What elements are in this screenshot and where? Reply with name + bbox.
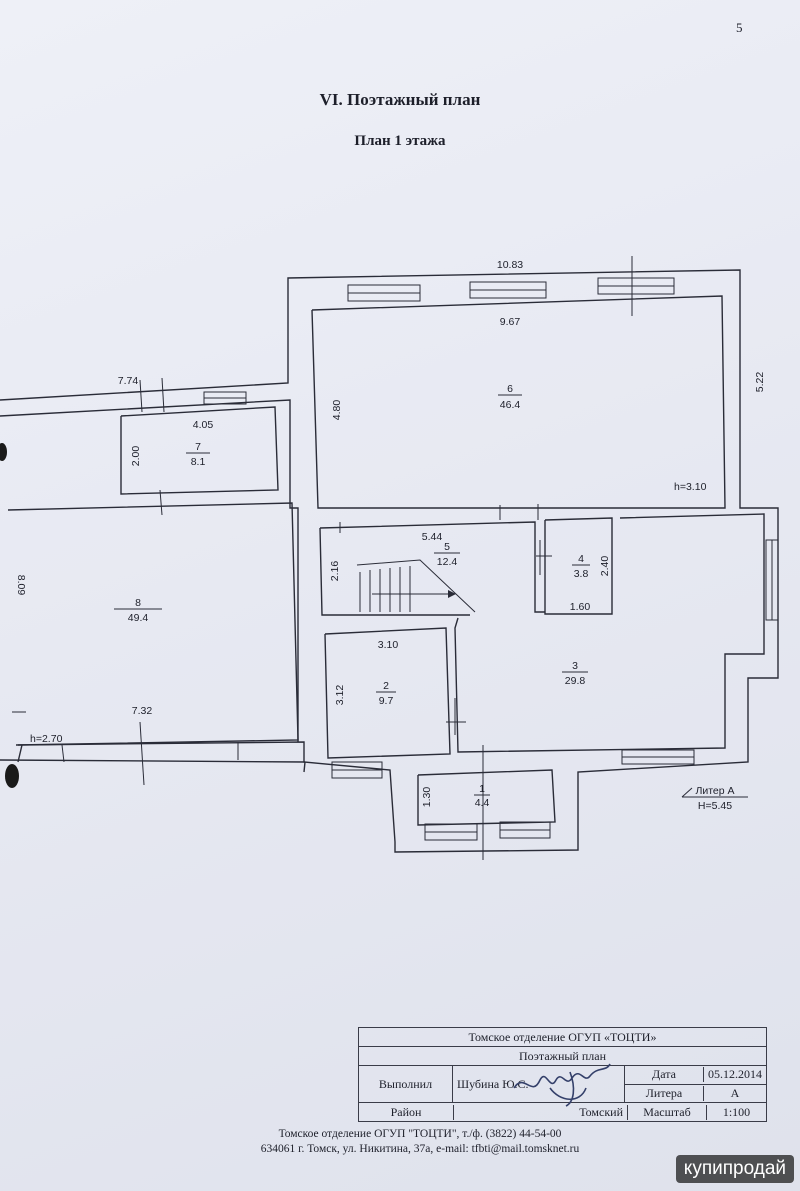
stamp-date: 05.12.2014 <box>703 1067 766 1083</box>
stamp-doc-type: Поэтажный план <box>518 1048 607 1063</box>
room-4-number: 4 <box>578 553 584 565</box>
room-4-area: 3.8 <box>574 568 589 580</box>
stamp-litera: А <box>703 1085 766 1101</box>
stamp-scale: 1:100 <box>706 1104 766 1120</box>
height-main: h=3.10 <box>674 481 707 493</box>
dim-room2-width: 3.10 <box>378 639 399 651</box>
stamp-district: Томский <box>453 1104 627 1120</box>
room-5-walls <box>319 521 545 616</box>
dim-room5-depth: 2.16 <box>329 561 341 582</box>
stamp-date-label: Дата <box>652 1067 676 1082</box>
room-8-walls <box>7 502 299 746</box>
signature <box>513 1063 611 1107</box>
room-6-number: 6 <box>507 383 513 395</box>
room-5-number: 5 <box>444 541 450 553</box>
room-label-dividers <box>114 394 748 798</box>
dim-room2-depth: 3.12 <box>334 685 346 706</box>
dim-room7-width: 4.05 <box>193 419 214 431</box>
room-6-area: 46.4 <box>500 399 521 411</box>
outer-walls <box>0 269 779 853</box>
room-7-number: 7 <box>195 441 201 453</box>
title-block: Томское отделение ОГУП «ТОЦТИ» Поэтажный… <box>358 1027 767 1122</box>
dim-room1-depth: 1.30 <box>421 787 433 808</box>
binder-holes <box>0 443 19 788</box>
stamp-litera-label: Литера <box>645 1085 683 1100</box>
dim-right-overall: 5.22 <box>754 372 766 393</box>
dim-room7-depth: 2.00 <box>130 446 142 467</box>
liter-label: Литер А <box>695 785 734 797</box>
room-2-walls <box>324 627 451 759</box>
room-1-walls <box>417 769 556 826</box>
room-6-walls <box>311 295 726 509</box>
footer-contacts: Томское отделение ОГУП "ТОЦТИ", т./ф. (3… <box>278 1128 562 1140</box>
room-4-walls <box>544 517 613 615</box>
page-heading: VI. Поэтажный план <box>319 90 481 109</box>
room-7-area: 8.1 <box>191 456 206 468</box>
stamp-performed-label: Выполнил <box>378 1076 433 1091</box>
dim-room4-depth: 2.40 <box>599 556 611 577</box>
room-8-number: 8 <box>135 597 141 609</box>
dim-room6-depth: 4.80 <box>331 400 343 421</box>
room-8-area: 49.4 <box>128 612 149 624</box>
room-3-area: 29.8 <box>565 675 586 687</box>
room-2-number: 2 <box>383 680 389 692</box>
windows <box>203 277 779 841</box>
footer-address: 634061 г. Томск, ул. Никитина, 37а, e-ma… <box>260 1143 580 1155</box>
stamp-district-label: Район <box>390 1104 422 1119</box>
door-marks <box>12 256 633 860</box>
room-7-walls <box>120 406 279 495</box>
watermark-logo: купипродай <box>675 1155 794 1183</box>
room-5-area: 12.4 <box>437 556 458 568</box>
stamp-organization: Томское отделение ОГУП «ТОЦТИ» <box>468 1029 657 1044</box>
room-2-area: 9.7 <box>379 695 394 707</box>
stamp-scale-label: Масштаб <box>627 1104 706 1120</box>
page-number: 5 <box>736 20 743 35</box>
dim-room5-width: 5.44 <box>422 531 443 543</box>
dim-top-overall: 10.83 <box>497 259 523 271</box>
liter-height: H=5.45 <box>698 800 732 812</box>
dim-left-overall: 8.09 <box>15 575 27 596</box>
stamp-performer: Шубина Ю.С. <box>451 1066 624 1102</box>
dim-room8-width: 7.32 <box>132 705 153 717</box>
room-1-number: 1 <box>479 783 485 795</box>
dim-left-upper: 7.74 <box>118 375 139 387</box>
room-3-number: 3 <box>572 660 578 672</box>
room-3-walls <box>454 513 765 753</box>
dim-room6-width: 9.67 <box>500 316 521 328</box>
dim-room4-width: 1.60 <box>570 601 591 613</box>
room-1-area: 4.4 <box>475 797 490 809</box>
floor-plan-title: План 1 этажа <box>354 133 446 149</box>
height-room8: h=2.70 <box>30 733 63 745</box>
